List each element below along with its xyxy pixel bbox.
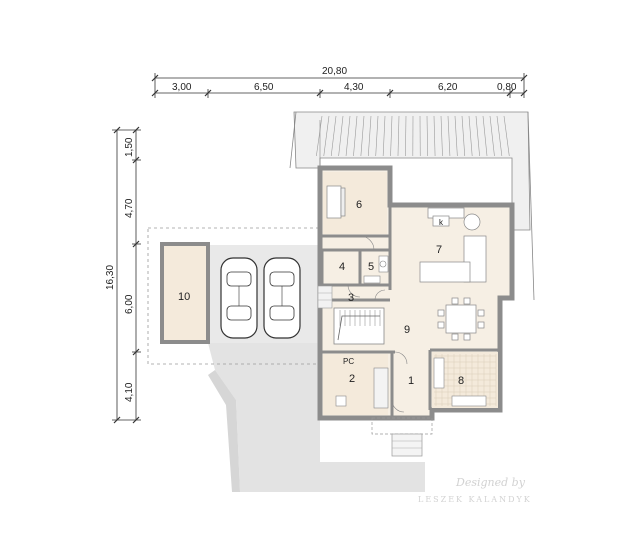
top-dimension [151, 73, 528, 98]
bathroom-fixtures [363, 255, 389, 284]
k-label: k [439, 218, 444, 227]
height-seg-4: 4,10 [124, 382, 135, 402]
staircase [333, 307, 385, 345]
watermark-designed-by: Designed by [455, 476, 526, 489]
garage [160, 242, 210, 344]
left-dimension [112, 126, 141, 424]
entrance-steps [371, 417, 433, 457]
total-width-label: 20,80 [322, 66, 347, 77]
width-seg-3: 4,30 [344, 82, 364, 93]
room-2-fixtures [335, 367, 389, 409]
roof-eaves [289, 111, 535, 301]
room-number-7: 7 [436, 244, 442, 256]
height-seg-3: 6,00 [124, 294, 135, 314]
room-number-8: 8 [458, 375, 464, 387]
room-number-5: 5 [368, 261, 374, 273]
width-seg-5: 0,80 [497, 82, 517, 93]
garage-steps [317, 285, 333, 309]
interior-walls [320, 205, 500, 418]
sofa-room-6 [326, 185, 346, 219]
pc-label: PC [343, 357, 354, 366]
watermark-author: LESZEK KALANDYK [418, 495, 532, 504]
room-number-4: 4 [339, 261, 345, 273]
height-seg-1: 1,50 [124, 137, 135, 157]
room-number-3: 3 [348, 292, 354, 304]
room-number-6: 6 [356, 199, 362, 211]
car-left [220, 257, 258, 339]
width-seg-4: 6,20 [438, 82, 458, 93]
room-number-10: 10 [178, 291, 190, 303]
dining-table [437, 297, 485, 341]
width-seg-2: 6,50 [254, 82, 274, 93]
total-height-label: 16,30 [105, 265, 116, 290]
height-seg-2: 4,70 [124, 198, 135, 218]
room-number-2: 2 [349, 373, 355, 385]
width-seg-1: 3,00 [172, 82, 192, 93]
room-number-1: 1 [408, 375, 414, 387]
car-right [263, 257, 301, 339]
room-number-9: 9 [404, 324, 410, 336]
room-8-tiles [433, 354, 497, 407]
kitchen-counter [419, 207, 487, 283]
